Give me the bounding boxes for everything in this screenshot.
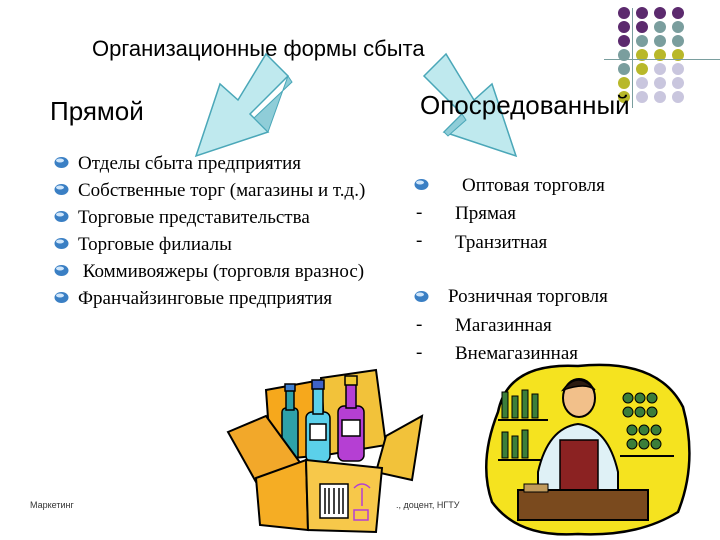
list-item: Франчайзинговые предприятия [50,287,390,311]
dash-marker: - [416,202,423,223]
decoration-dot [636,77,648,89]
bullet-icon [54,211,69,222]
decoration-dot [636,49,648,61]
dash-marker: - [416,230,423,251]
retail-nonstore: Внемагазинная [455,343,579,364]
decoration-dot [654,7,666,19]
footer-center: ., доцент, НГТУ [396,500,460,510]
decoration-dot [654,77,666,89]
decoration-dot [654,21,666,33]
decoration-dot [654,91,666,103]
decoration-dot [618,49,630,61]
bullet-icon [414,291,429,302]
retail-label: Розничная торговля [448,286,608,307]
bullet-icon [54,292,69,303]
dash-marker: - [416,314,423,335]
list-item: Отделы сбыта предприятия [50,152,390,176]
decoration-dot [654,49,666,61]
decoration-dot [672,7,684,19]
retail-store: Магазинная [455,315,552,336]
bullet-icon [54,157,69,168]
down-arrow-left [194,52,293,158]
horizontal-divider-line [604,59,720,60]
decoration-dot [618,91,630,103]
shopkeeper-illustration [484,363,691,536]
decoration-dot [672,21,684,33]
decoration-dot [618,35,630,47]
wholesale-transit: Транзитная [455,232,548,253]
slide-title: Организационные формы сбыта [92,36,425,61]
indirect-heading: Опосредованный [420,90,630,120]
decoration-dot [672,49,684,61]
direct-heading: Прямой [50,96,144,126]
decoration-dot [618,21,630,33]
decoration-dot [672,77,684,89]
dot-grid-decoration [618,7,684,103]
decoration-dot [636,7,648,19]
decoration-dot [672,91,684,103]
decoration-dot [618,7,630,19]
decoration-dot [636,21,648,33]
decoration-dot [672,35,684,47]
bullet-icon [54,265,69,276]
list-item: Торговые представительства [50,206,390,230]
decoration-dot [636,35,648,47]
down-arrow-right [422,52,518,158]
list-item: Торговые филиалы [50,233,390,257]
footer-left: Маркетинг [30,500,74,510]
list-item: Коммивояжеры (торговля вразнос) [50,260,390,284]
decoration-dot [618,63,630,75]
bullet-icon [414,179,429,190]
dash-marker: - [416,342,423,363]
bullet-icon [54,184,69,195]
decoration-dot [618,77,630,89]
decoration-dot [636,91,648,103]
vertical-divider-line [632,8,633,108]
direct-channels-list: Отделы сбыта предприятия Собственные тор… [50,152,390,314]
list-item: Собственные торг (магазины и т.д.) [50,179,390,203]
decoration-dot [636,63,648,75]
decoration-dot [672,63,684,75]
wholesale-label: Оптовая торговля [462,175,605,196]
bottles-box-illustration [226,368,424,534]
wholesale-direct: Прямая [455,203,517,224]
bullet-icon [54,238,69,249]
decoration-dot [654,63,666,75]
decoration-dot [654,35,666,47]
